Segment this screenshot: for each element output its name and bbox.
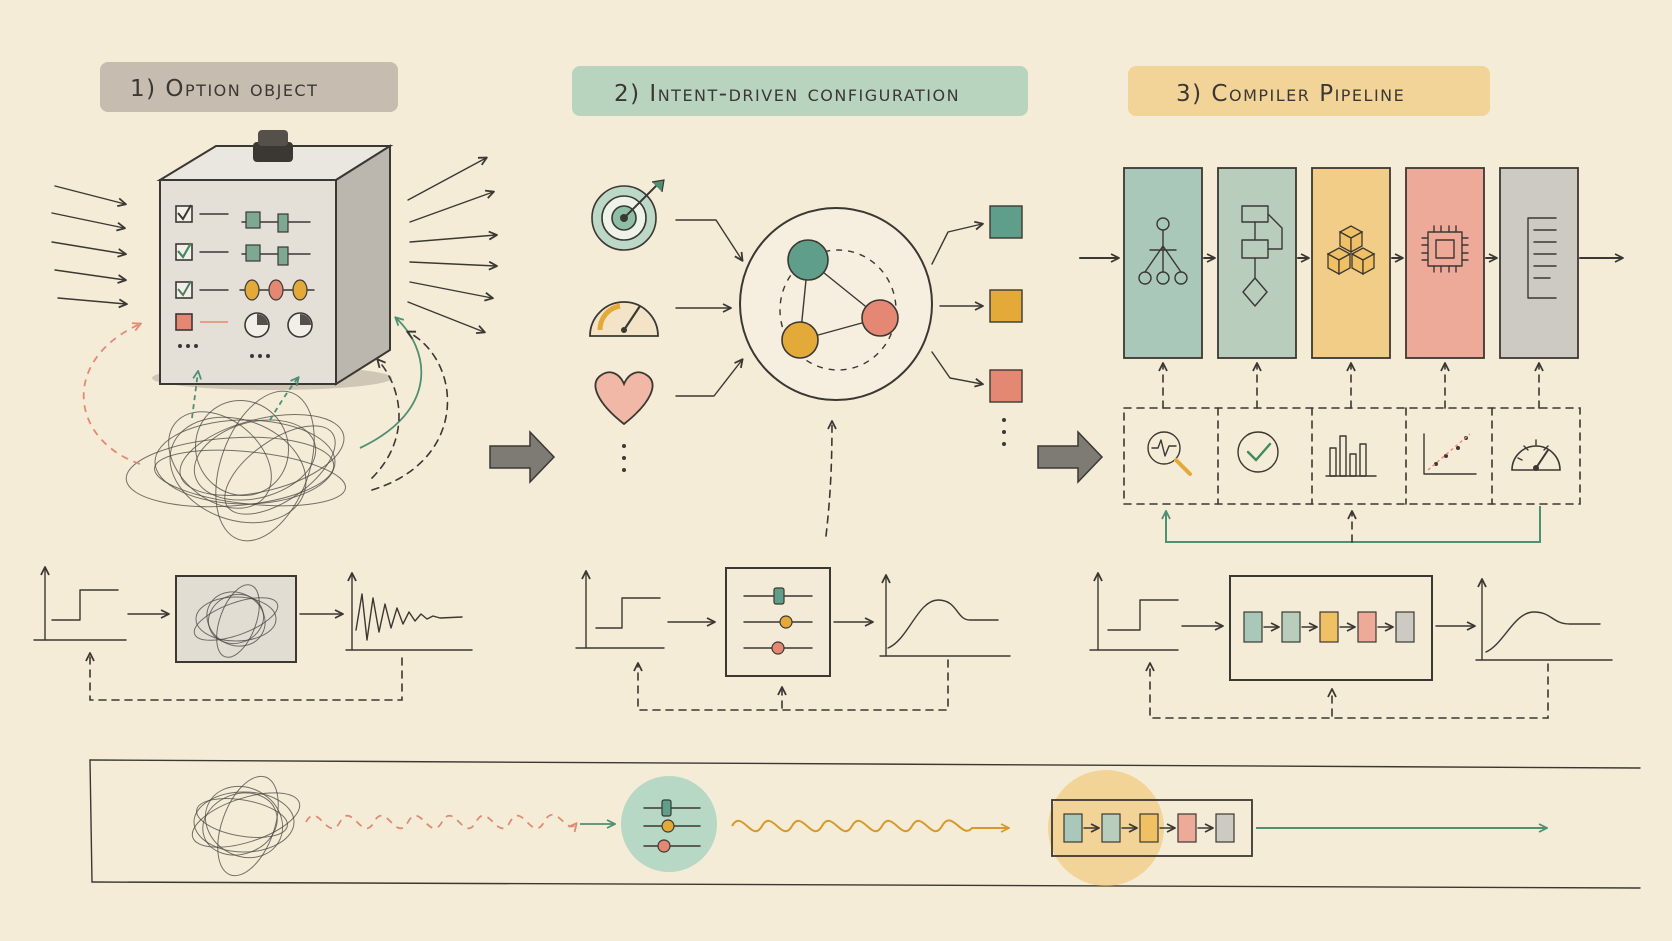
pipeline-stage-4 bbox=[1405, 167, 1485, 359]
intent-arrows bbox=[675, 219, 744, 397]
outgoing-arrows bbox=[407, 156, 498, 335]
checkmark-icon bbox=[1237, 431, 1279, 473]
section-heading-3: 3) Compiler Pipeline bbox=[1128, 66, 1490, 116]
tangle-block bbox=[175, 575, 297, 663]
mini-pipeline bbox=[1063, 813, 1235, 843]
big-arrow-1 bbox=[489, 430, 556, 484]
output-square-teal bbox=[989, 205, 1023, 239]
section-heading-2: 2) Intent-driven configuration bbox=[572, 66, 1028, 116]
trend-icon bbox=[1423, 433, 1477, 475]
chip-icon bbox=[1421, 225, 1469, 273]
output-arrows bbox=[931, 220, 984, 388]
heading-band-3 bbox=[1128, 66, 1490, 116]
pipeline-stage-3 bbox=[1311, 167, 1391, 359]
mini-pipeline bbox=[1243, 611, 1415, 643]
pipeline-stage-5 bbox=[1499, 167, 1579, 359]
tree-icon bbox=[1138, 217, 1188, 285]
magnifier-icon bbox=[1147, 431, 1192, 476]
gauge-icon bbox=[1511, 439, 1561, 471]
option-box-device bbox=[152, 130, 394, 390]
cubes-icon bbox=[1326, 225, 1376, 276]
pipeline-stage-1 bbox=[1123, 167, 1203, 359]
knob-icon bbox=[253, 130, 293, 162]
ellipsis-icon bbox=[178, 344, 270, 358]
feedback-arrows-1 bbox=[82, 318, 449, 491]
target-icon bbox=[591, 179, 665, 251]
output-square-coral bbox=[989, 369, 1023, 403]
oscillation-curve bbox=[355, 593, 463, 641]
tangle-scribble-small bbox=[193, 584, 279, 658]
tangle-scribble-2 bbox=[191, 775, 301, 877]
heart-icon bbox=[594, 371, 654, 426]
heading-text-3: 3) Compiler Pipeline bbox=[1176, 81, 1405, 107]
summary-strip bbox=[89, 759, 1641, 889]
ellipsis-icon bbox=[622, 444, 626, 472]
big-arrow-2 bbox=[1037, 430, 1104, 484]
output-square-gold bbox=[989, 289, 1023, 323]
document-icon bbox=[1527, 217, 1557, 299]
check-row bbox=[1123, 362, 1581, 543]
step-input-icon bbox=[51, 589, 119, 621]
heading-band-2 bbox=[572, 66, 1028, 116]
control-loop-2 bbox=[575, 567, 1011, 711]
heading-text-2: 2) Intent-driven configuration bbox=[614, 81, 960, 107]
node-coral bbox=[861, 299, 899, 337]
slider-icon bbox=[743, 587, 813, 655]
bar-chart-icon bbox=[1325, 435, 1377, 477]
feedback-arrow-2 bbox=[825, 420, 837, 537]
step-input-icon bbox=[1107, 599, 1179, 631]
checkbox-icon bbox=[175, 204, 193, 331]
node-teal bbox=[787, 239, 829, 281]
flowchart-icon bbox=[1241, 205, 1283, 307]
dial-icon bbox=[244, 312, 313, 338]
slider-icon bbox=[643, 799, 701, 853]
slider-icon bbox=[199, 211, 315, 323]
control-loop-3 bbox=[1089, 572, 1613, 719]
step-input-icon bbox=[595, 597, 661, 629]
control-loop-1 bbox=[33, 566, 473, 701]
ellipsis-icon bbox=[1002, 418, 1006, 446]
node-gold bbox=[781, 321, 819, 359]
heading-band-1 bbox=[100, 62, 398, 112]
incoming-arrows bbox=[51, 185, 128, 309]
summary-pipeline-block bbox=[1051, 799, 1253, 857]
damped-response-curve bbox=[1485, 611, 1601, 653]
mini-pipeline-block bbox=[1229, 575, 1433, 681]
gauge-icon bbox=[589, 301, 659, 337]
section-heading-1: 1) Option object bbox=[100, 62, 398, 112]
pipeline-stage-2 bbox=[1217, 167, 1297, 359]
intent-graph-circle bbox=[739, 207, 933, 401]
tangle-scribble-1 bbox=[125, 390, 347, 542]
damped-response-curve bbox=[887, 599, 999, 649]
heading-text-1: 1) Option object bbox=[130, 76, 318, 102]
